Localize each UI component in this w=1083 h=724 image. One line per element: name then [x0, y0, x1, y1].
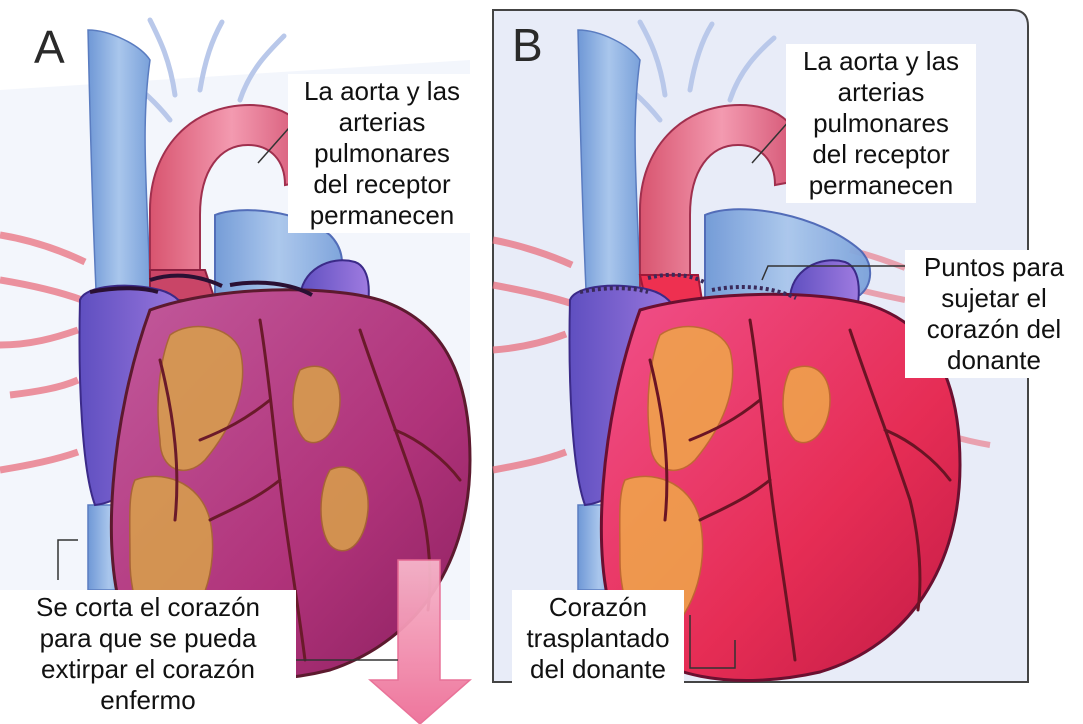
label-vessels-b: La aorta y las arterias pulmonares del r… [786, 44, 976, 203]
panel-b-letter: B [512, 22, 543, 68]
label-donor-heart: Corazón trasplantado del donante [512, 590, 684, 687]
panel-a-letter: A [34, 24, 65, 70]
vena-cava-a [88, 30, 150, 290]
label-cut-heart: Se corta el corazón para que se pueda ex… [0, 590, 296, 718]
vena-cava-b [578, 30, 640, 290]
label-stitches: Puntos para sujetar el corazón del donan… [905, 250, 1083, 378]
label-vessels-a: La aorta y las arterias pulmonares del r… [288, 74, 476, 233]
